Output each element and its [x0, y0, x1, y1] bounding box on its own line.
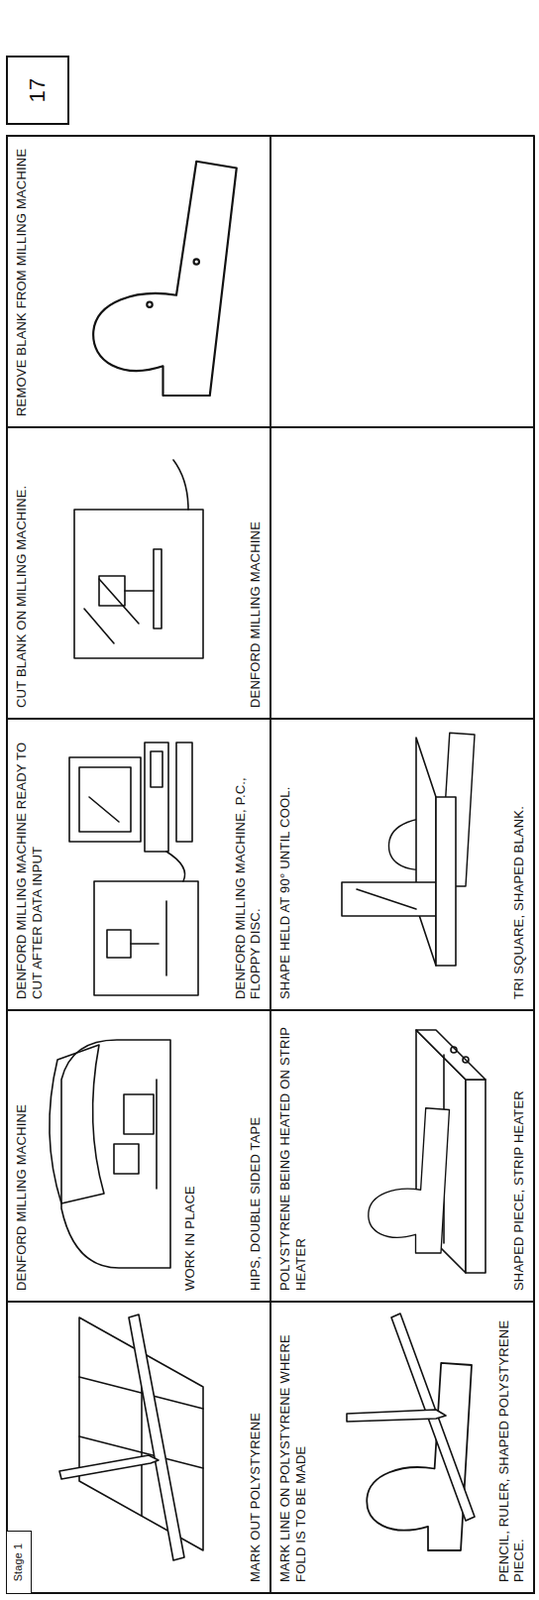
pencil: [59, 1454, 159, 1479]
empty-cell: [270, 427, 535, 719]
marking-out-sketch: [59, 1313, 204, 1560]
machine-bed: [153, 548, 162, 629]
process-cell: MARK OUT POLYSTYRENE Stage 1: [5, 1299, 272, 1594]
step-caption: SHAPE HELD AT 90° UNTIL COOL.: [277, 729, 294, 999]
spindle: [130, 942, 159, 945]
try-square-blade: [341, 881, 436, 916]
process-cell: POLYSTYRENE BEING HEATED ON STRIP HEATER…: [269, 1008, 536, 1302]
heater-front: [465, 1078, 486, 1273]
step-caption: POLYSTYRENE BEING HEATED ON STRIP HEATER: [277, 1020, 309, 1291]
materials-note: DENFORD MILLING MACHINE: [247, 437, 264, 708]
strip-heater-sketch: [368, 1029, 486, 1273]
process-cell: CUT BLANK ON MILLING MACHINE. DENFORD MIL…: [5, 426, 272, 720]
control-knob: [450, 1046, 457, 1053]
empty-cell: [270, 135, 535, 428]
machine-bed: [165, 900, 168, 975]
cable: [166, 851, 186, 881]
shaped-piece: [368, 1107, 450, 1253]
step-caption: CUT BLANK ON MILLING MACHINE.: [13, 437, 30, 708]
window-glare: [99, 578, 139, 624]
blade-glare: [356, 888, 417, 909]
machine-and-pc-sketch: [69, 742, 199, 995]
blank-sketch: [93, 161, 237, 396]
machine-door: [49, 1044, 105, 1203]
control-knob: [462, 1056, 469, 1063]
step-caption: DENFORD MILLING MACHINE READY TO CUT AFT…: [13, 729, 45, 999]
materials-note: PENCIL, RULER, SHAPED POLYSTYRENE PIECE.: [496, 1311, 528, 1582]
spindle-head: [107, 929, 131, 958]
hole: [194, 258, 200, 264]
milling-machine-sketch: [49, 1039, 171, 1268]
process-cell: REMOVE BLANK FROM MILLING MACHINE: [5, 134, 272, 429]
cutting-sketch: [74, 459, 204, 658]
step-caption: Stage 1: [11, 1530, 25, 1593]
try-square-stock: [435, 796, 456, 966]
step-caption: REMOVE BLANK FROM MILLING MACHINE: [13, 146, 30, 417]
spindle-head: [99, 575, 125, 606]
keyboard: [176, 742, 193, 842]
process-cell: DENFORD MILLING MACHINE READY TO CUT AFT…: [5, 717, 272, 1011]
step-caption: MARK OUT POLYSTYRENE: [247, 1311, 264, 1582]
process-cell: DENFORD MILLING MACHINE WORK IN PLACE HIPS…: [5, 1008, 272, 1302]
process-cell: MARK LINE ON POLYSTYRENE WHERE FOLD IS T…: [269, 1299, 536, 1594]
cable: [173, 459, 189, 510]
bent-flange: [416, 737, 436, 966]
window-glare: [84, 608, 114, 644]
label-box: Stage 1: [5, 1529, 32, 1594]
machine-cabinet: [94, 880, 199, 995]
spindle-head: [113, 1143, 139, 1174]
polystyrene-blank: [93, 161, 237, 396]
materials-note: TRI SQUARE, SHAPED BLANK.: [511, 729, 528, 999]
workpiece: [123, 1093, 154, 1134]
machine-cabinet: [74, 509, 204, 658]
machine-bed: [155, 1078, 158, 1188]
hole: [146, 302, 152, 308]
label-box: 17: [5, 55, 70, 125]
pc-screen: [79, 766, 131, 832]
step-caption: MARK LINE ON POLYSTYRENE WHERE FOLD IS T…: [277, 1311, 309, 1582]
materials-note: WORK IN PLACE: [182, 1020, 199, 1291]
heater-side: [416, 1029, 486, 1079]
spindle: [124, 589, 154, 592]
pc-base-unit: [144, 742, 169, 852]
try-square-sketch: [341, 732, 475, 966]
ruler: [128, 1313, 185, 1560]
fold-marking-sketch: [346, 1312, 475, 1550]
materials-note: SHAPED PIECE, STRIP HEATER: [511, 1020, 528, 1291]
pc-monitor: [69, 756, 141, 842]
process-cell: SHAPE HELD AT 90° UNTIL COOL. TRI SQUARE,…: [269, 717, 536, 1011]
floppy-drive: [150, 751, 163, 787]
step-caption: 17: [24, 57, 51, 123]
pencil: [346, 1408, 446, 1421]
materials-note: HIPS, DOUBLE SIDED TAPE: [247, 1020, 264, 1291]
materials-note: DENFORD MILLING MACHINE, P.C., FLOPPY DI…: [232, 729, 264, 999]
step-caption: DENFORD MILLING MACHINE: [13, 1020, 30, 1291]
screen-glare: [89, 796, 119, 822]
machine-housing: [61, 1039, 171, 1268]
